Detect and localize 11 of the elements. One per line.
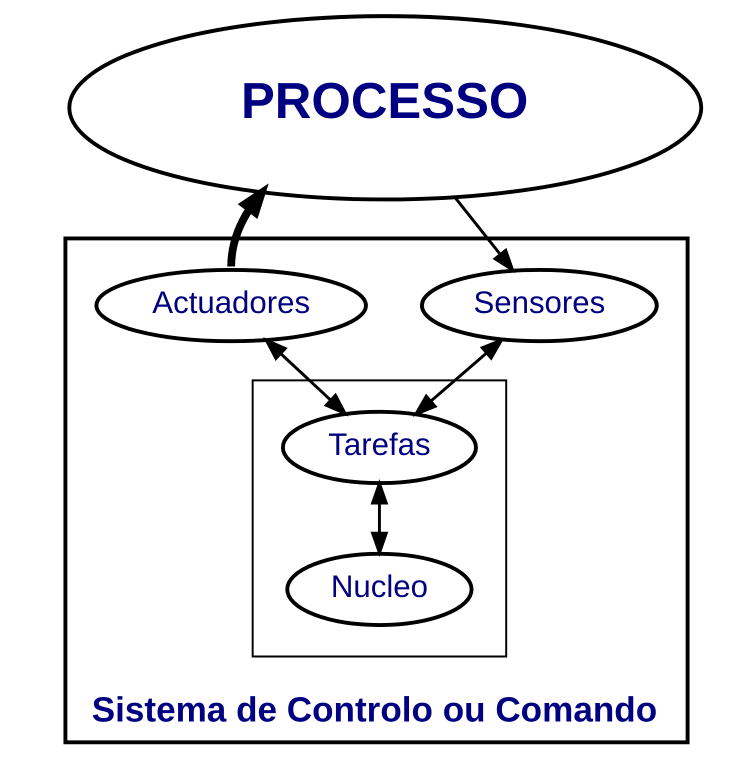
arrow	[412, 337, 505, 417]
node-ellipse: PROCESSO	[67, 14, 704, 202]
arrow	[263, 337, 348, 417]
node-ellipse: Nucleo	[285, 552, 474, 627]
arrow	[227, 183, 269, 267]
cluster	[252, 379, 508, 658]
node-ellipse: Actuadores	[94, 268, 368, 344]
node-ellipse: Tarefas	[280, 410, 478, 486]
node-ellipse: Sensores	[420, 268, 659, 344]
arrow	[370, 479, 388, 558]
arrow	[454, 196, 516, 274]
